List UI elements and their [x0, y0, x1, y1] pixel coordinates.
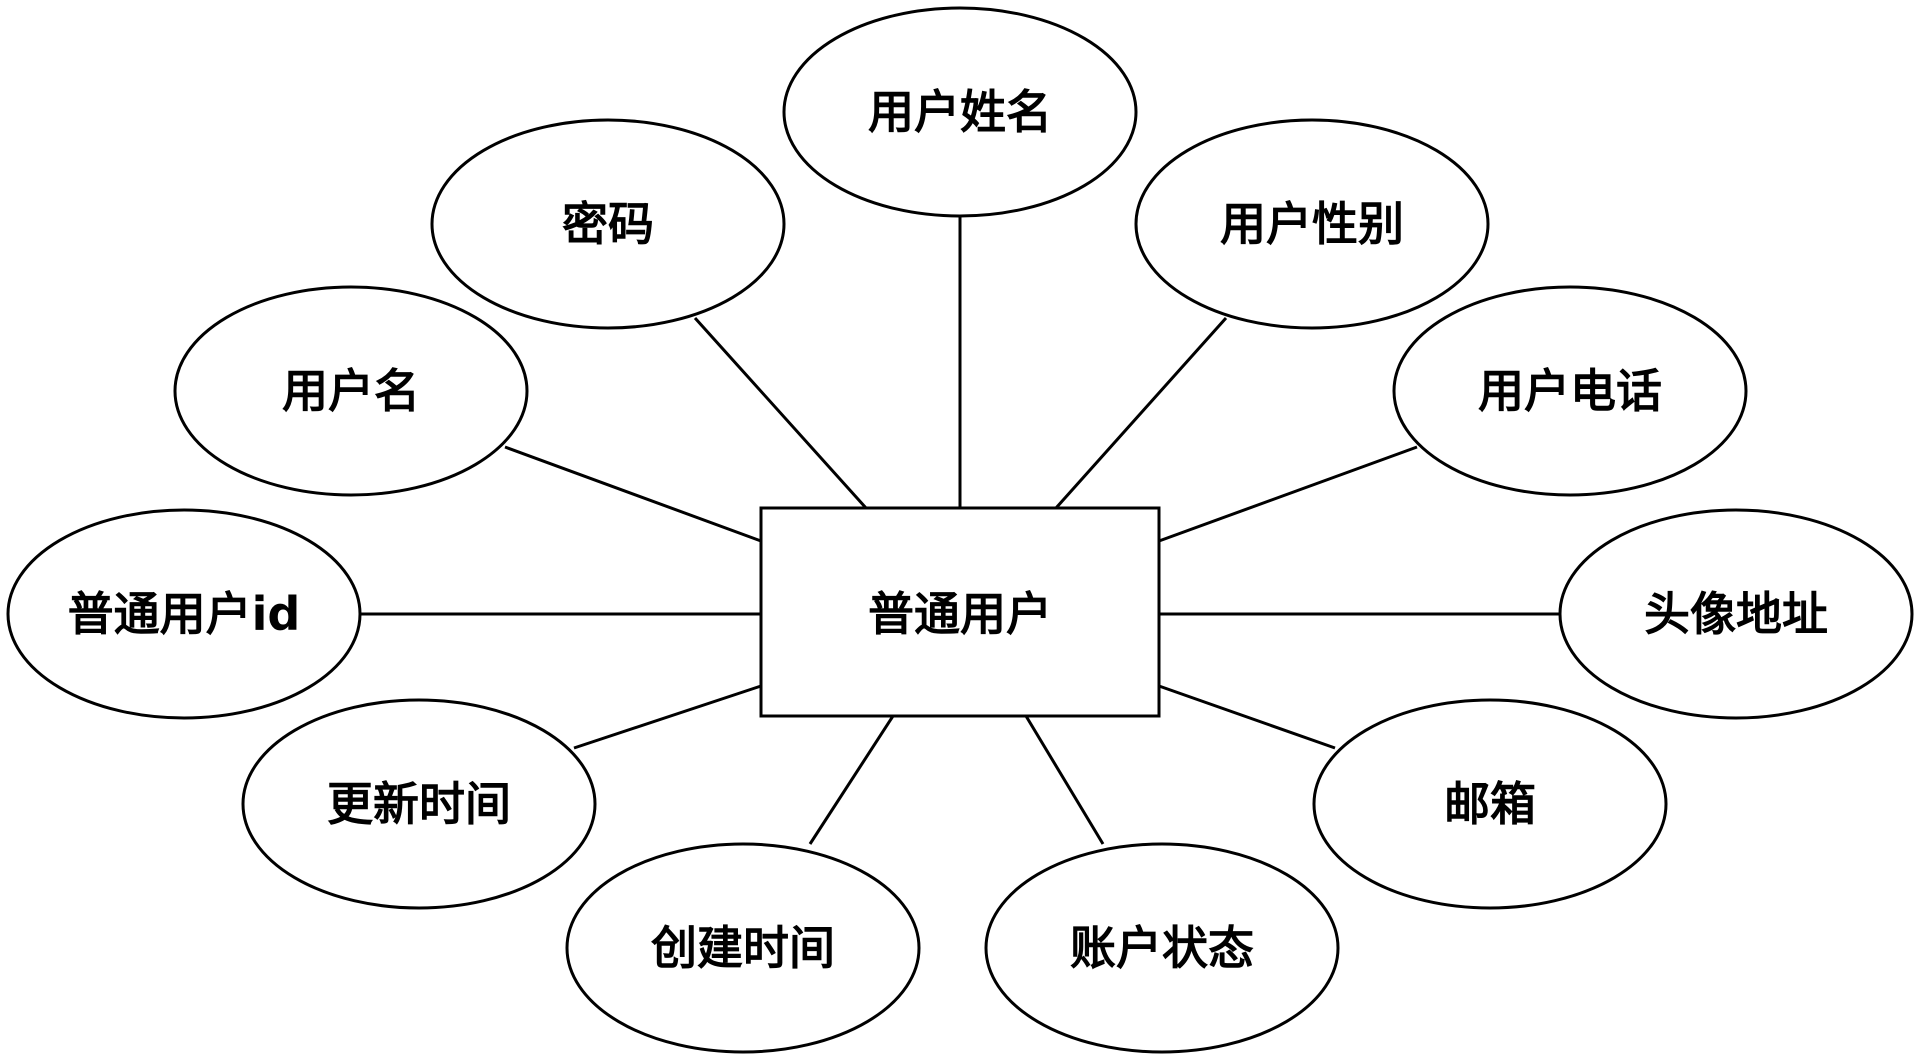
attribute-create-time: 创建时间	[565, 842, 921, 1054]
attribute-account-status: 账户状态	[984, 842, 1340, 1054]
attribute-label: 普通用户id	[68, 587, 301, 641]
attribute-label: 账户状态	[1070, 921, 1254, 975]
edge-password	[693, 316, 868, 510]
edge-username	[504, 445, 762, 543]
edge-account-status	[1024, 715, 1105, 845]
attribute-ellipse	[1312, 698, 1668, 910]
edge-gender	[1054, 316, 1228, 510]
attribute-label: 更新时间	[327, 777, 511, 831]
attribute-ellipse	[1392, 285, 1748, 497]
entity-box	[759, 506, 1161, 718]
edge-phone	[1158, 445, 1418, 543]
edge-create-time	[808, 715, 895, 845]
attribute-label: 用户名	[282, 364, 420, 418]
attribute-ellipse	[565, 842, 921, 1054]
attribute-password: 密码	[430, 118, 786, 330]
attribute-label: 用户电话	[1478, 364, 1662, 418]
attribute-label: 密码	[562, 197, 654, 251]
attribute-avatar-url: 头像地址	[1558, 508, 1914, 720]
attribute-label: 用户性别	[1220, 197, 1404, 251]
attribute-phone: 用户电话	[1392, 285, 1748, 497]
attribute-ellipse	[782, 6, 1138, 218]
attribute-ellipse	[1134, 118, 1490, 330]
edge-update-time	[573, 684, 762, 750]
attribute-ellipse	[984, 842, 1340, 1054]
attribute-ellipse	[241, 698, 597, 910]
attribute-real-name: 用户姓名	[782, 6, 1138, 218]
attribute-username: 用户名	[173, 285, 529, 497]
attribute-user-id: 普通用户id	[6, 508, 362, 720]
attribute-gender: 用户性别	[1134, 118, 1490, 330]
attribute-label: 用户姓名	[868, 85, 1052, 139]
attribute-label: 创建时间	[651, 921, 835, 975]
entity-node: 普通用户	[759, 506, 1161, 718]
attribute-label: 邮箱	[1444, 777, 1536, 831]
attribute-update-time: 更新时间	[241, 698, 597, 910]
entity-label: 普通用户	[868, 587, 1052, 641]
attribute-ellipse	[173, 285, 529, 497]
edge-email	[1158, 684, 1336, 750]
relationship-edges	[361, 216, 1559, 845]
attribute-label: 头像地址	[1644, 587, 1828, 641]
attribute-ellipse	[430, 118, 786, 330]
attribute-email: 邮箱	[1312, 698, 1668, 910]
attribute-ellipse	[6, 508, 362, 720]
attribute-ellipse	[1558, 508, 1914, 720]
